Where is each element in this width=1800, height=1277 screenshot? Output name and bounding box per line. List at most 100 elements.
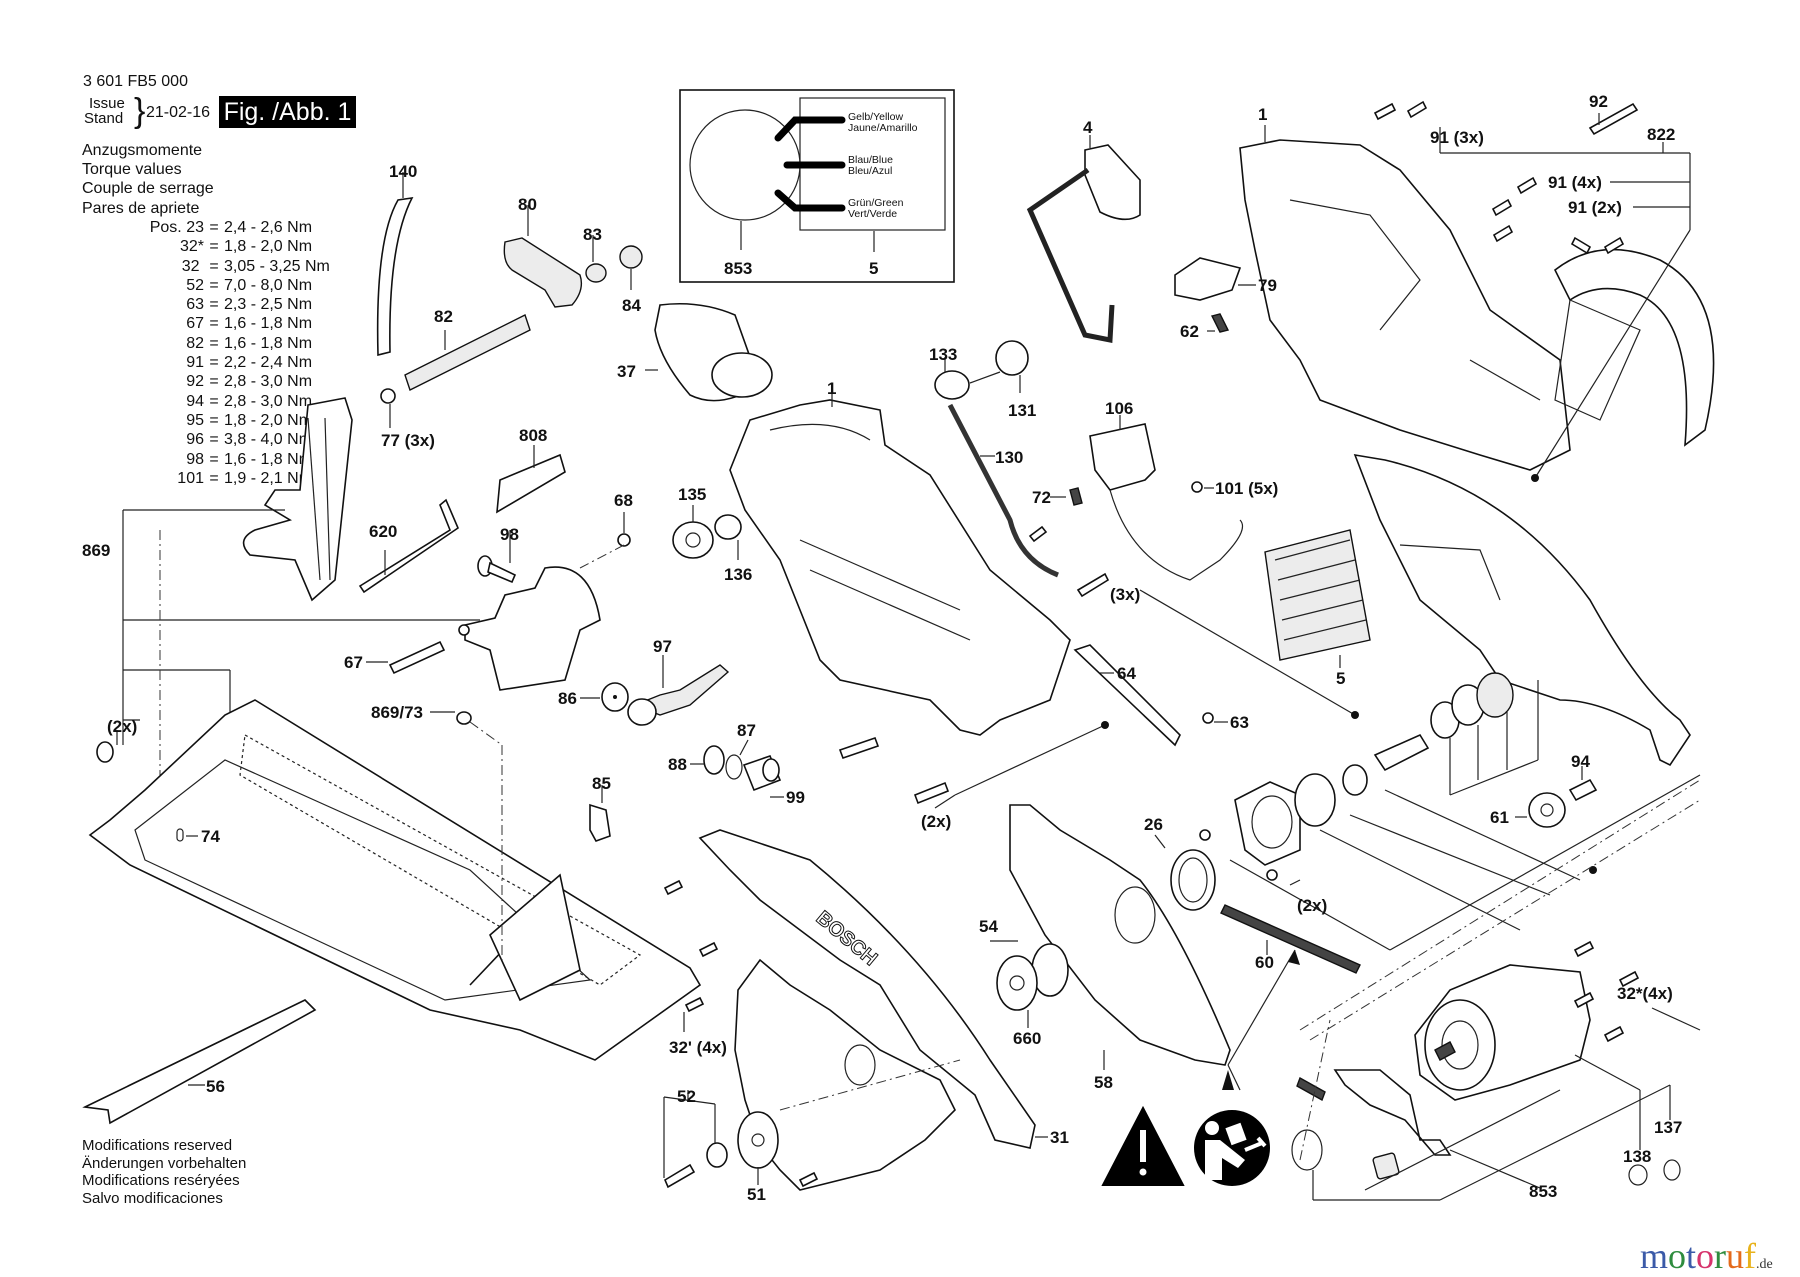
- label-64[interactable]: 64: [1117, 664, 1136, 683]
- label-26[interactable]: 26: [1144, 815, 1163, 834]
- label-61[interactable]: 61: [1490, 808, 1509, 827]
- label-822[interactable]: 822: [1647, 125, 1675, 144]
- part-84-nut[interactable]: [619, 245, 643, 290]
- label-52[interactable]: 52: [677, 1087, 696, 1106]
- label-32-4x-left[interactable]: 32' (4x): [669, 1038, 727, 1057]
- bearing-flange[interactable]: [1234, 764, 1368, 881]
- label-51[interactable]: 51: [747, 1185, 766, 1204]
- part-56-strip[interactable]: [82, 999, 317, 1125]
- label-63[interactable]: 63: [1230, 713, 1249, 732]
- label-136[interactable]: 136: [724, 565, 752, 584]
- label-138[interactable]: 138: [1623, 1147, 1651, 1166]
- main-housing[interactable]: [729, 390, 1071, 736]
- label-106[interactable]: 106: [1105, 399, 1133, 418]
- part-64-spring[interactable]: [1073, 644, 1181, 747]
- part-660-flange[interactable]: [996, 955, 1038, 1028]
- part-2x-rivet[interactable]: [96, 730, 118, 763]
- label-5[interactable]: 5: [1336, 669, 1345, 688]
- label-2x-right[interactable]: (2x): [1297, 896, 1327, 915]
- motoruf-logo[interactable]: motoruf.de: [1640, 1235, 1773, 1277]
- part-136-ring[interactable]: [714, 514, 742, 560]
- part-61-spacer[interactable]: [1515, 792, 1566, 828]
- label-130[interactable]: 130: [995, 448, 1023, 467]
- label-91-3x[interactable]: 91 (3x): [1430, 128, 1484, 147]
- part-97-lever[interactable]: [627, 655, 730, 726]
- label-82[interactable]: 82: [434, 307, 453, 326]
- part-79-switch[interactable]: [1174, 257, 1256, 301]
- label-808[interactable]: 808: [519, 426, 547, 445]
- label-131[interactable]: 131: [1008, 401, 1036, 420]
- part-808-label[interactable]: [496, 445, 566, 514]
- part-94-screw[interactable]: [1568, 766, 1598, 802]
- part-83-spring[interactable]: [585, 235, 607, 283]
- part-77-washer[interactable]: [380, 388, 396, 428]
- shaft-assembly[interactable]: [1373, 672, 1539, 796]
- part-99-knob[interactable]: [742, 754, 784, 798]
- label-85[interactable]: 85: [592, 774, 611, 793]
- label-98[interactable]: 98: [500, 525, 519, 544]
- label-2x-mid[interactable]: (2x): [921, 812, 951, 831]
- part-37-adapter[interactable]: [645, 302, 773, 402]
- label-56[interactable]: 56: [206, 1077, 225, 1096]
- part-67-screw[interactable]: [366, 640, 446, 675]
- label-74[interactable]: 74: [201, 827, 220, 846]
- label-4[interactable]: 4: [1083, 118, 1093, 137]
- part-26-seal[interactable]: [1154, 829, 1216, 911]
- label-80[interactable]: 80: [518, 195, 537, 214]
- label-31[interactable]: 31: [1050, 1128, 1069, 1147]
- label-137[interactable]: 137: [1654, 1118, 1682, 1137]
- label-135[interactable]: 135: [678, 485, 706, 504]
- label-86[interactable]: 86: [558, 689, 577, 708]
- label-67[interactable]: 67: [344, 653, 363, 672]
- part-68-nut[interactable]: [579, 512, 631, 569]
- motor-853[interactable]: [1291, 940, 1681, 1186]
- label-853[interactable]: 853: [1529, 1182, 1557, 1201]
- label-869[interactable]: 869: [82, 541, 110, 560]
- part-131-wire[interactable]: [969, 340, 1029, 393]
- label-88[interactable]: 88: [668, 755, 687, 774]
- part-82-spindle[interactable]: [404, 314, 531, 391]
- part-62-spring[interactable]: [1207, 313, 1230, 333]
- label-2x-left[interactable]: (2x): [107, 717, 137, 736]
- part-60-rod[interactable]: [1220, 904, 1361, 974]
- part-92-pin[interactable]: [1588, 102, 1639, 136]
- label-84[interactable]: 84: [622, 296, 641, 315]
- part-54-ring[interactable]: [990, 940, 1069, 997]
- part-86-washer[interactable]: [580, 682, 629, 712]
- label-620[interactable]: 620: [369, 522, 397, 541]
- label-1-top[interactable]: 1: [1258, 105, 1267, 124]
- base-plate[interactable]: [88, 699, 702, 1061]
- label-101[interactable]: 101 (5x): [1215, 479, 1278, 498]
- angle-bracket[interactable]: [458, 566, 601, 691]
- part-5-filter[interactable]: [1139, 529, 1371, 719]
- part-32-screw-left[interactable]: [663, 879, 819, 1188]
- saw-blade[interactable]: [734, 958, 961, 1191]
- label-72[interactable]: 72: [1032, 488, 1051, 507]
- part-2x-mid-screws[interactable]: [838, 721, 1109, 809]
- part-4-cord[interactable]: [1026, 135, 1141, 344]
- label-1-mid[interactable]: 1: [827, 379, 836, 398]
- upper-guard[interactable]: [1353, 453, 1691, 767]
- label-32-4x-right[interactable]: 32*(4x): [1617, 984, 1673, 1003]
- label-54[interactable]: 54: [979, 917, 998, 936]
- part-51-flange[interactable]: [737, 1111, 779, 1185]
- part-74-plug[interactable]: [176, 828, 198, 842]
- label-99[interactable]: 99: [786, 788, 805, 807]
- part-72-spring[interactable]: [1050, 487, 1083, 506]
- label-83[interactable]: 83: [583, 225, 602, 244]
- label-92[interactable]: 92: [1589, 92, 1608, 111]
- part-88-ring[interactable]: [690, 745, 725, 775]
- screws-91[interactable]: [1373, 100, 1625, 255]
- part-135-bearing[interactable]: [672, 505, 714, 559]
- label-77[interactable]: 77 (3x): [381, 431, 435, 450]
- part-31-guard[interactable]: BOSCH: [698, 829, 1048, 1149]
- label-660[interactable]: 660: [1013, 1029, 1041, 1048]
- label-37[interactable]: 37: [617, 362, 636, 381]
- part-52-bolt[interactable]: [663, 1090, 728, 1189]
- part-620-hex-key[interactable]: [358, 498, 459, 594]
- part-85-clip[interactable]: [589, 785, 611, 842]
- top-housing[interactable]: [1239, 125, 1571, 471]
- label-140[interactable]: 140: [389, 162, 417, 181]
- part-101-screws[interactable]: [1191, 481, 1214, 493]
- label-87[interactable]: 87: [737, 721, 756, 740]
